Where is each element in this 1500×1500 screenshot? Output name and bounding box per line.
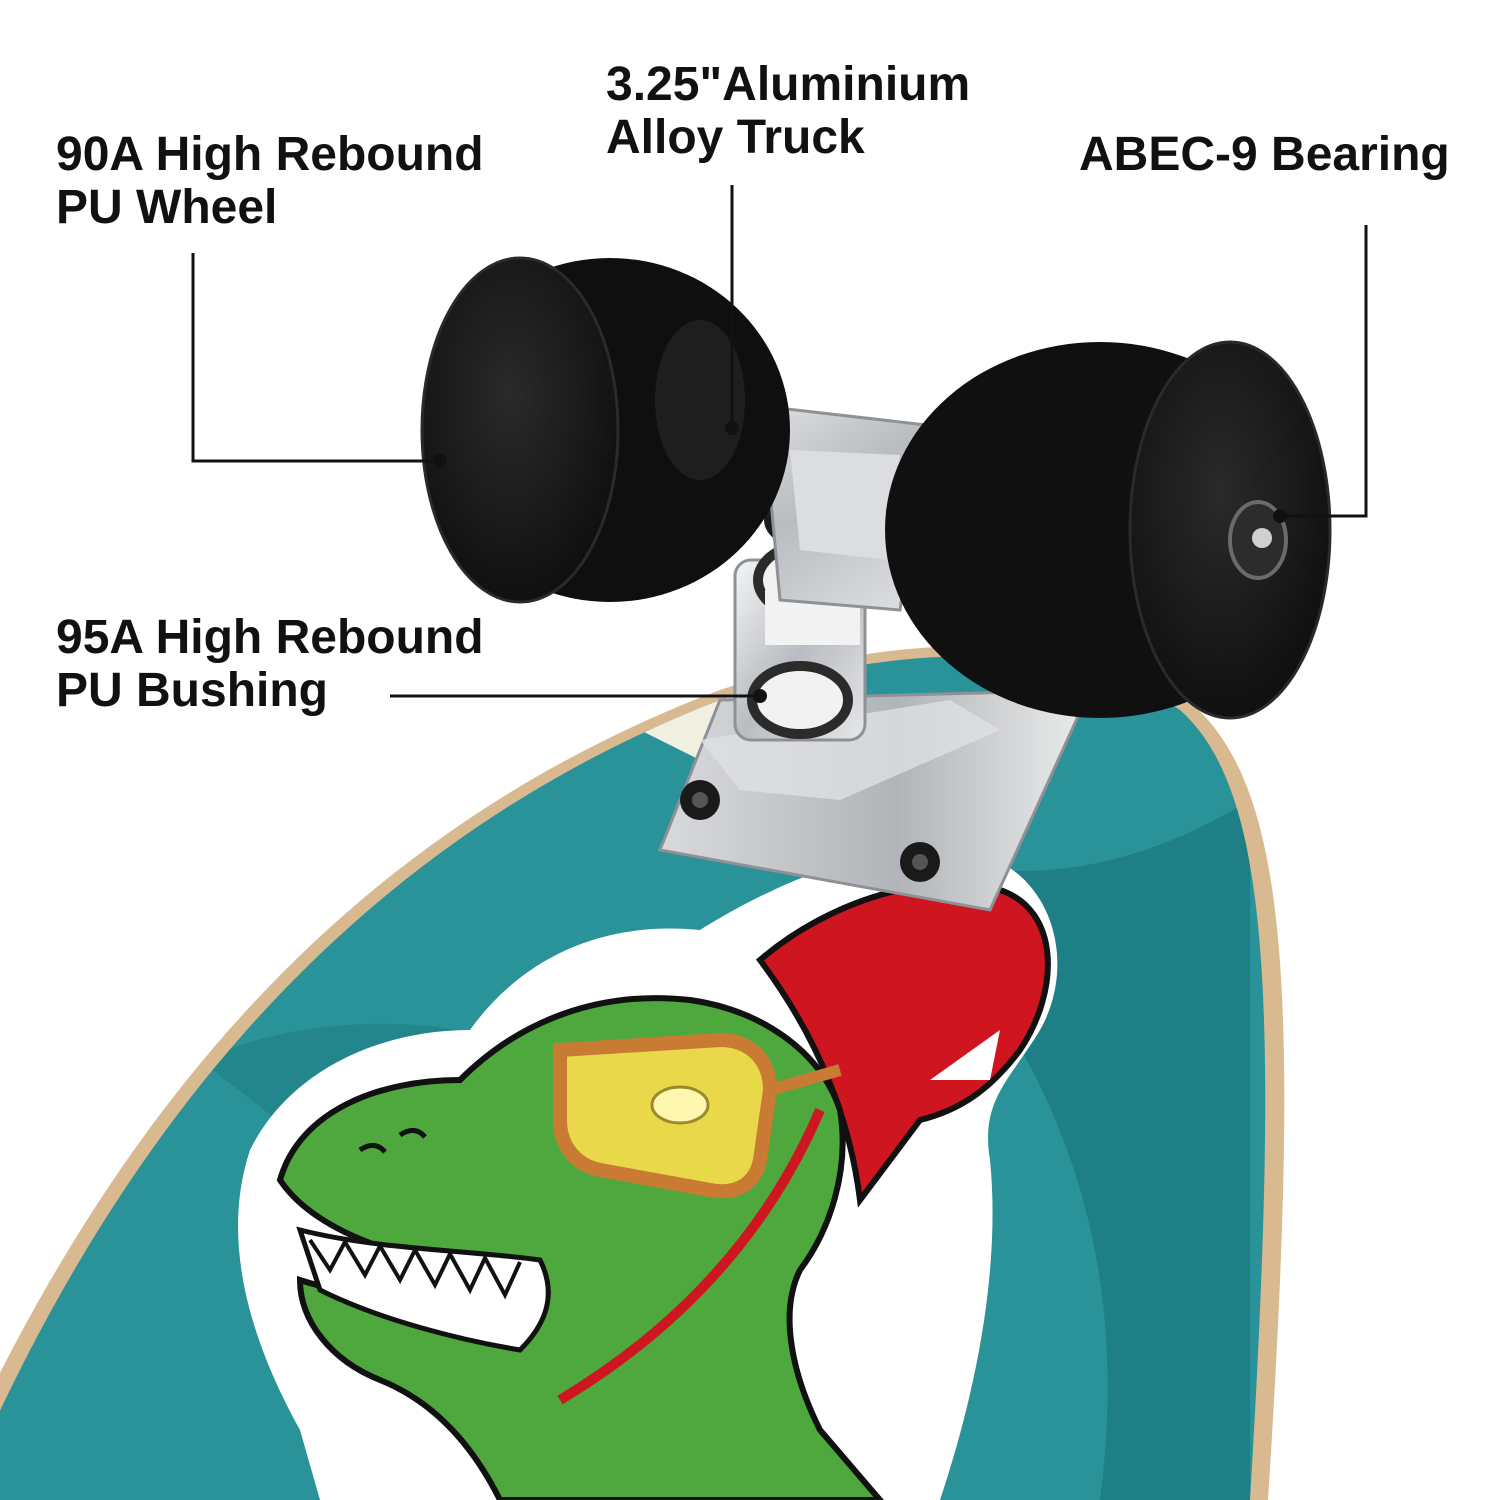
callout-truck-line-1: 3.25"Aluminium [606, 58, 971, 111]
truck-baseplate [657, 688, 1093, 912]
callout-bushing-line-2: PU Bushing [56, 664, 328, 717]
callout-truck: 3.25"Aluminium Alloy Truck [606, 58, 970, 164]
callout-bearing: ABEC-9 Bearing [1079, 128, 1450, 181]
callout-bearing-line-1: ABEC-9 Bearing [1079, 128, 1450, 181]
bushing-lower [747, 661, 853, 739]
wheel-right [885, 340, 1332, 720]
callout-wheel-line-1: 90A High Rebound [56, 128, 484, 181]
callout-truck-line-2: Alloy Truck [606, 111, 865, 164]
leader-lines [191, 185, 1368, 703]
leader-line-wheel [191, 253, 440, 463]
callout-bushing-line-1: 95A High Rebound [56, 611, 484, 664]
callout-wheel: 90A High Rebound PU Wheel [56, 128, 484, 234]
callout-bushing: 95A High Rebound PU Bushing [56, 611, 484, 717]
leader-line-bearing [1280, 225, 1368, 518]
wheel-left [420, 256, 790, 604]
callout-wheel-line-2: PU Wheel [56, 181, 278, 234]
dinosaur-graphic [238, 848, 1058, 1500]
